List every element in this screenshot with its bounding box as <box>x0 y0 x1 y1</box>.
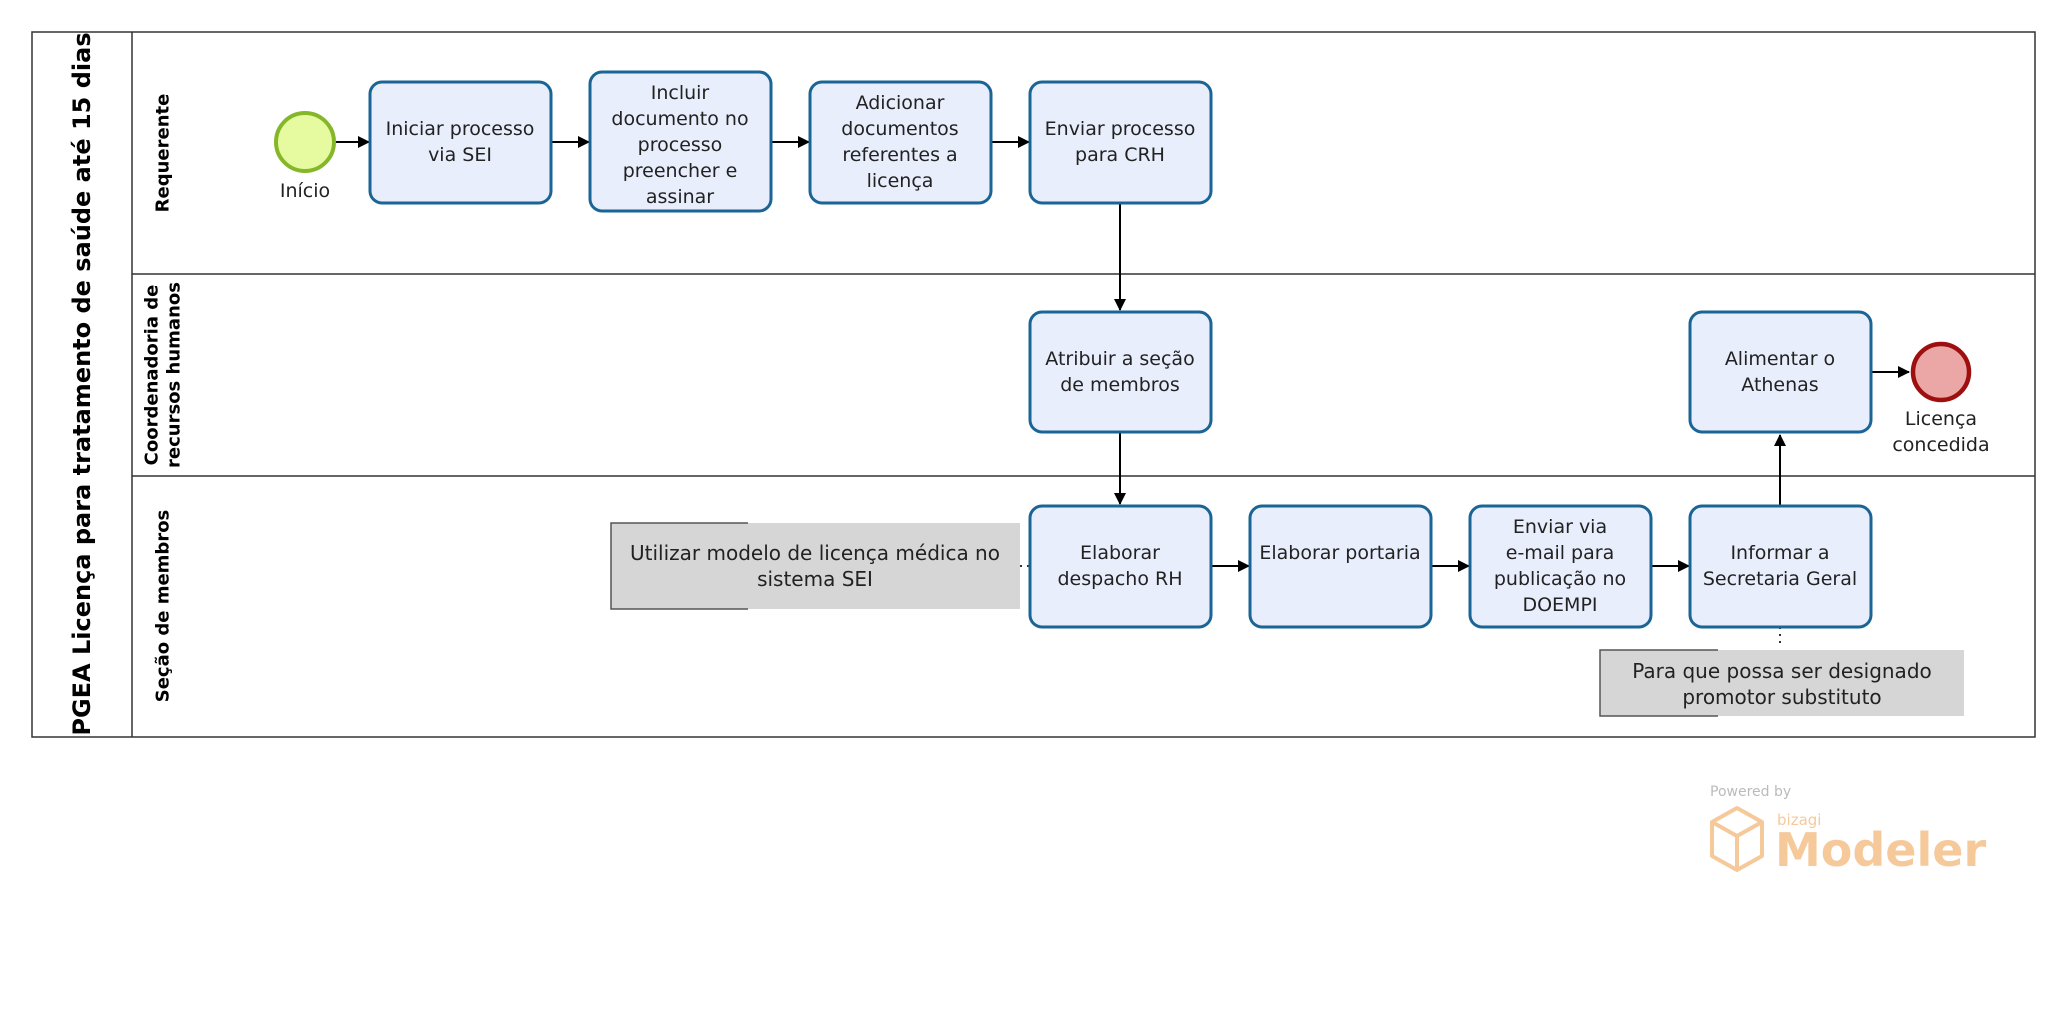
lane-title-membros: Seção de membros <box>153 510 174 703</box>
task-alimentar-athenas[interactable]: Alimentar o Athenas <box>1688 310 1873 434</box>
task-label-line-2: e-mail para <box>1506 542 1614 564</box>
brand-name-text: bizagi <box>1777 811 1821 829</box>
task-informar-secretaria[interactable]: Informar a Secretaria Geral <box>1688 504 1873 629</box>
task-incluir-documento[interactable]: Incluir documento no processo preencher e as… <box>588 70 773 213</box>
task-label-line-4: preencher e <box>623 160 738 182</box>
task-box <box>1028 310 1213 434</box>
task-box <box>588 70 773 213</box>
end-event[interactable]: Licença concedida <box>1892 341 1990 456</box>
task-box <box>1468 504 1653 629</box>
powered-by-text: Powered by <box>1710 784 1791 800</box>
task-label-line-1: Incluir <box>651 82 710 104</box>
annotation-associations <box>1020 565 1781 648</box>
annotation-label-line-1: Para que possa ser designado <box>1632 659 1932 683</box>
task-enviar-email[interactable]: Enviar via e-mail para publicação no DOEMPI <box>1468 504 1653 629</box>
annotation-label-line-1: Utilizar modelo de licença médica no <box>630 541 1000 565</box>
task-atribuir-secao[interactable]: Atribuir a seção de membros <box>1028 310 1213 434</box>
task-label-line-1: Enviar processo <box>1045 118 1196 140</box>
bizagi-branding: Powered by bizagi Modeler <box>1710 784 1986 877</box>
lane-title-crh-line1: Coordenadoria de <box>142 285 163 466</box>
task-label-line-1: Elaborar <box>1080 542 1160 564</box>
lane-title-requerente: Requerente <box>153 94 174 213</box>
task-label-line-4: DOEMPI <box>1522 594 1597 616</box>
bizagi-logo-icon <box>1710 806 1764 872</box>
task-label-line-1: Atribuir a seção <box>1045 348 1194 370</box>
task-label-line-1: Alimentar o <box>1725 348 1835 370</box>
task-label-line-5: assinar <box>646 186 714 208</box>
task-label-line-2: para CRH <box>1075 144 1165 166</box>
task-box <box>1248 504 1433 629</box>
task-enviar-processo-crh[interactable]: Enviar processo para CRH <box>1028 80 1213 205</box>
task-label-line-3: publicação no <box>1494 568 1626 590</box>
annotation-label-line-2: sistema SEI <box>757 567 873 591</box>
task-label-line-1: Iniciar processo <box>386 118 535 140</box>
task-label-line-2: via SEI <box>428 144 492 166</box>
task-label-line-1: Adicionar <box>856 92 945 114</box>
start-event-label: Início <box>280 180 330 202</box>
pool-title: PGEA Licença para tratamento de saúde at… <box>68 32 96 735</box>
task-box <box>368 80 553 205</box>
annotation-modelo-licenca[interactable]: Utilizar modelo de licença médica nosist… <box>610 522 1020 610</box>
task-label-line-2: Athenas <box>1741 374 1818 396</box>
task-label-line-3: referentes a <box>842 144 957 166</box>
lane-title-crh-line2: recursos humanos <box>164 282 185 468</box>
task-label-line-2: despacho RH <box>1058 568 1183 590</box>
end-event-label-line2: concedida <box>1892 434 1989 456</box>
task-box <box>1028 80 1213 205</box>
start-event[interactable]: Início <box>274 111 336 202</box>
annotation-box <box>1600 650 1964 716</box>
task-label-line-2: de membros <box>1060 374 1179 396</box>
lane-title-crh: Coordenadoria de recursos humanos <box>142 282 185 468</box>
product-name-text: Modeler <box>1775 823 1986 877</box>
task-label-line-2: documento no <box>611 108 748 130</box>
annotation-bracket <box>610 522 748 610</box>
task-adicionar-documentos[interactable]: Adicionar documentos referentes a licença <box>808 80 993 205</box>
task-elaborar-portaria[interactable]: Elaborar portaria <box>1248 504 1433 629</box>
annotation-bracket <box>1599 649 1718 717</box>
task-label-line-2: Secretaria Geral <box>1703 568 1857 590</box>
task-box <box>808 80 993 205</box>
sequence-flows <box>336 136 1910 572</box>
task-label-line-3: processo <box>638 134 723 156</box>
annotation-box <box>611 523 1020 609</box>
task-label-line-1: Enviar via <box>1513 516 1607 538</box>
end-event-circle <box>1910 341 1972 403</box>
task-box <box>1688 310 1873 434</box>
start-event-circle <box>274 111 336 173</box>
task-box <box>1028 504 1213 629</box>
task-label-line-2: documentos <box>841 118 958 140</box>
task-label-line-1: Elaborar portaria <box>1259 542 1420 564</box>
task-iniciar-processo[interactable]: Iniciar processo via SEI <box>368 80 553 205</box>
end-event-label-line1: Licença <box>1905 408 1977 430</box>
annotation-label-line-2: promotor substituto <box>1682 685 1881 709</box>
task-box <box>1688 504 1873 629</box>
task-elaborar-despacho[interactable]: Elaborar despacho RH <box>1028 504 1213 629</box>
task-label-line-1: Informar a <box>1730 542 1829 564</box>
task-label-line-4: licença <box>867 170 934 192</box>
